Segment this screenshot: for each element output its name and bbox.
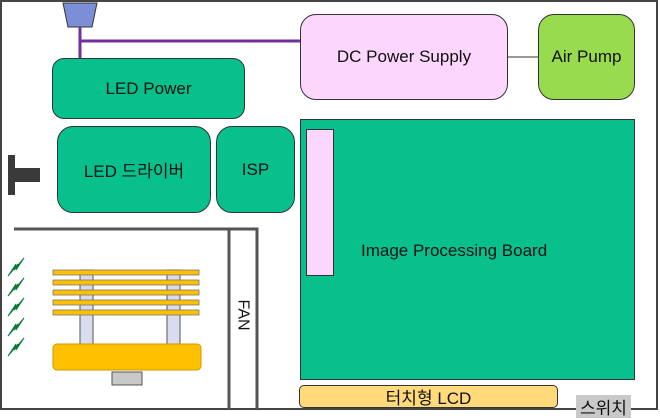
led-array xyxy=(7,257,25,357)
led-bar xyxy=(52,309,200,316)
isp-block: ISP xyxy=(216,126,295,213)
led-driver-label: LED 드라이버 xyxy=(83,162,185,181)
dc-power-supply-label: DC Power Supply xyxy=(336,47,472,66)
led-bar xyxy=(52,299,200,306)
led-icon xyxy=(7,257,25,277)
led-bar xyxy=(52,279,200,286)
led-power-block: LED Power xyxy=(52,58,245,119)
led-icon xyxy=(7,337,25,357)
air-pump-block: Air Pump xyxy=(538,14,635,100)
fan-label: FAN xyxy=(235,299,252,331)
led-bars xyxy=(52,269,200,316)
switch-block: 스위치 xyxy=(576,395,631,418)
isp-label: ISP xyxy=(241,159,270,179)
image-processing-board-block: Image Processing Board xyxy=(300,119,635,380)
dc-power-supply-block: DC Power Supply xyxy=(300,14,508,100)
led-bar xyxy=(52,269,200,276)
lens-mount xyxy=(111,371,143,386)
led-power-label: LED Power xyxy=(105,78,192,98)
side-connector-stub xyxy=(15,168,40,182)
enclosure-outline xyxy=(0,0,658,410)
side-connector-icon xyxy=(8,155,15,195)
touch-lcd-label: 터치형 LCD xyxy=(385,389,472,408)
led-bar xyxy=(52,289,200,296)
led-driver-block: LED 드라이버 xyxy=(57,126,211,213)
led-icon xyxy=(7,277,25,297)
camera-sensor-icon xyxy=(62,2,98,28)
led-icon xyxy=(7,297,25,317)
air-pump-label: Air Pump xyxy=(551,47,622,66)
switch-label: 스위치 xyxy=(580,399,627,418)
image-processing-board-label: Image Processing Board xyxy=(361,241,548,260)
led-icon xyxy=(7,317,25,337)
compartment-wall xyxy=(14,227,259,409)
led-strip xyxy=(52,343,202,371)
board-connector xyxy=(306,129,334,276)
touch-lcd-block: 터치형 LCD xyxy=(299,385,558,408)
fan-label-wrap: FAN xyxy=(230,290,256,340)
